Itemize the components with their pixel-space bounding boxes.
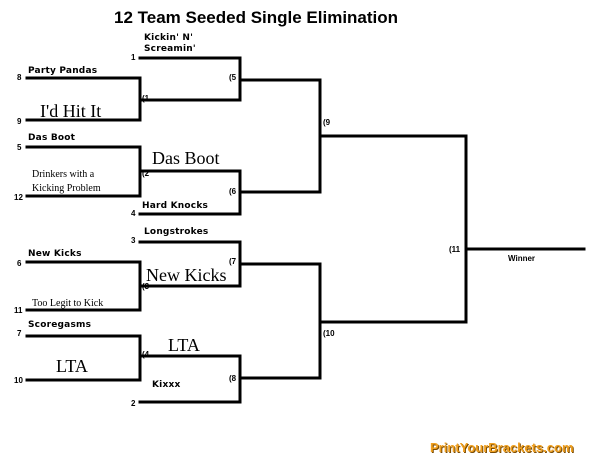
game-5-connector	[138, 56, 242, 102]
seed-10: 10	[14, 376, 23, 385]
team-id-hit-it: I'd Hit It	[40, 101, 102, 121]
seed-3: 3	[131, 236, 136, 245]
team-kixxx: Kixxx	[152, 380, 181, 390]
team-lta-winner: LTA	[168, 335, 200, 355]
team-kickin-line1: Kickin' N'	[144, 33, 194, 43]
team-das-boot-winner: Das Boot	[152, 148, 220, 168]
seed-4: 4	[131, 209, 136, 218]
seed-1: 1	[131, 53, 136, 62]
winner-label: Winner	[508, 254, 536, 263]
game-4-label: (4	[142, 350, 150, 359]
game-8-label: (8	[229, 374, 237, 383]
seed-8: 8	[17, 73, 22, 82]
game-7-label: (7	[229, 257, 237, 266]
game-11-label: (11	[449, 245, 461, 254]
bracket-title: 12 Team Seeded Single Elimination	[114, 8, 399, 27]
team-drinkers-line1: Drinkers with a	[32, 169, 95, 180]
game-8-connector	[138, 354, 242, 404]
game-3-label: (3	[142, 282, 150, 291]
seed-6: 6	[17, 259, 22, 268]
game-11-connector	[318, 134, 468, 324]
seed-5: 5	[17, 143, 22, 152]
team-too-legit: Too Legit to Kick	[32, 298, 104, 309]
brand-logo-text[interactable]: PrintYourBrackets.com	[430, 440, 574, 455]
seed-11: 11	[14, 306, 23, 315]
game-6-label: (6	[229, 187, 237, 196]
game-5-label: (5	[229, 73, 237, 82]
game-9-label: (9	[323, 118, 331, 127]
team-drinkers-line2: Kicking Problem	[32, 183, 101, 194]
seed-12: 12	[14, 193, 23, 202]
team-longstrokes: Longstrokes	[144, 227, 209, 237]
game-2-label: (2	[142, 169, 150, 178]
seed-2: 2	[131, 399, 136, 408]
team-new-kicks-seed: New Kicks	[28, 249, 82, 259]
team-hard-knocks: Hard Knocks	[142, 201, 209, 211]
team-new-kicks-winner: New Kicks	[146, 265, 227, 285]
game-10-label: (10	[323, 329, 335, 338]
team-scoregasms: Scoregasms	[28, 320, 92, 330]
game-10-connector	[238, 262, 322, 380]
game-4-connector	[25, 334, 142, 382]
team-party-pandas: Party Pandas	[28, 66, 98, 76]
team-lta-seed: LTA	[56, 356, 88, 376]
team-das-boot-seed: Das Boot	[28, 133, 76, 143]
seed-7: 7	[17, 329, 22, 338]
game-9-connector	[238, 78, 322, 194]
game-1-label: (1	[142, 94, 150, 103]
team-kickin-line2: Screamin'	[144, 44, 196, 54]
seed-9: 9	[17, 117, 22, 126]
